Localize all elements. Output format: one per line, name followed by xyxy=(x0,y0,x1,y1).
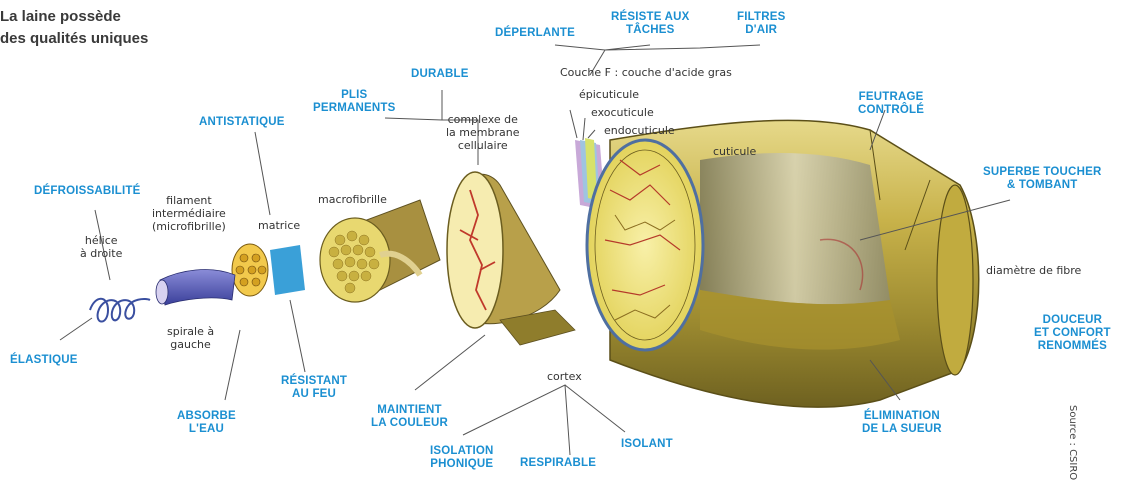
label-macrofibrille: macrofibrille xyxy=(318,193,387,206)
cortex-cross-section xyxy=(587,140,703,350)
prop-respirable: RESPIRABLE xyxy=(520,457,596,470)
prop-defroissabilite: DÉFROISSABILITÉ xyxy=(34,185,141,198)
prop-feutrage-line1: FEUTRAGE xyxy=(858,91,924,104)
macrofibril-bundle xyxy=(320,200,440,302)
prop-elimination-sueur: ÉLIMINATION DE LA SUEUR xyxy=(862,410,942,436)
label-couche-f: Couche F : couche d'acide gras xyxy=(560,66,732,79)
prop-resiste-line1: RÉSISTE AUX xyxy=(611,11,689,24)
prop-filtres-line1: FILTRES xyxy=(737,11,785,24)
label-complexe-line2: la membrane xyxy=(446,126,519,139)
prop-resistant-line1: RÉSISTANT xyxy=(281,375,347,388)
prop-elimination-line1: ÉLIMINATION xyxy=(862,410,942,423)
prop-resiste-aux-taches: RÉSISTE AUX TÂCHES xyxy=(611,11,689,37)
title-line-1: La laine possède xyxy=(0,6,148,28)
prop-isolation-line1: ISOLATION xyxy=(430,445,494,458)
microfibril-matrix xyxy=(232,244,305,296)
label-complexe-line1: complexe de xyxy=(446,113,519,126)
prop-resistant-au-feu: RÉSISTANT AU FEU xyxy=(281,375,347,401)
label-helice-line1: hélice xyxy=(80,234,122,247)
prop-feutrage-line2: CONTRÔLÉ xyxy=(858,104,924,117)
prop-douceur-confort: DOUCEUR ET CONFORT RENOMMÉS xyxy=(1034,314,1111,353)
label-cuticule: cuticule xyxy=(713,145,756,158)
label-spirale-gauche: spirale à gauche xyxy=(167,325,214,351)
prop-maintient-line1: MAINTIENT xyxy=(371,404,448,417)
prop-superbe-line1: SUPERBE TOUCHER xyxy=(983,166,1101,179)
prop-absorbe-line2: L'EAU xyxy=(177,423,236,436)
prop-elimination-line2: DE LA SUEUR xyxy=(862,423,942,436)
label-helice-droite: hélice à droite xyxy=(80,234,122,260)
label-spirale-line1: spirale à xyxy=(167,325,214,338)
prop-maintient-couleur: MAINTIENT LA COULEUR xyxy=(371,404,448,430)
prop-superbe-line2: & TOMBANT xyxy=(983,179,1101,192)
label-filament-line3: (microfibrille) xyxy=(152,220,226,233)
label-exocuticule: exocuticule xyxy=(591,106,654,119)
prop-maintient-line2: LA COULEUR xyxy=(371,417,448,430)
prop-plis-line1: PLIS xyxy=(313,89,396,102)
prop-isolation-phonique: ISOLATION PHONIQUE xyxy=(430,445,494,471)
helix-protofibril xyxy=(90,270,235,322)
label-cortex: cortex xyxy=(547,370,582,383)
prop-antistatique: ANTISTATIQUE xyxy=(199,116,285,129)
title-line-2: des qualités uniques xyxy=(0,28,148,50)
label-filament-intermediaire: filament intermédiaire (microfibrille) xyxy=(152,194,226,233)
label-spirale-line2: gauche xyxy=(167,338,214,351)
label-diametre-fibre: diamètre de fibre xyxy=(986,264,1081,277)
prop-superbe-toucher: SUPERBE TOUCHER & TOMBANT xyxy=(983,166,1101,192)
prop-plis-permanents: PLIS PERMANENTS xyxy=(313,89,396,115)
cortical-cell xyxy=(447,172,575,345)
prop-douceur-line1: DOUCEUR xyxy=(1034,314,1111,327)
prop-absorbe-line1: ABSORBE xyxy=(177,410,236,423)
label-complexe-line3: cellulaire xyxy=(446,139,519,152)
label-helice-line2: à droite xyxy=(80,247,122,260)
prop-deperlante: DÉPERLANTE xyxy=(495,27,575,40)
label-filament-line2: intermédiaire xyxy=(152,207,226,220)
prop-elastique: ÉLASTIQUE xyxy=(10,354,78,367)
prop-absorbe-leau: ABSORBE L'EAU xyxy=(177,410,236,436)
label-endocuticule: endocuticule xyxy=(604,124,675,137)
prop-durable: DURABLE xyxy=(411,68,469,81)
prop-feutrage-controle: FEUTRAGE CONTRÔLÉ xyxy=(858,91,924,117)
prop-resistant-line2: AU FEU xyxy=(281,388,347,401)
prop-douceur-line3: RENOMMÉS xyxy=(1034,340,1111,353)
source-credit: Source : CSIRO xyxy=(1067,405,1078,480)
prop-plis-line2: PERMANENTS xyxy=(313,102,396,115)
label-epicuticule: épicuticule xyxy=(579,88,639,101)
label-matrice: matrice xyxy=(258,219,300,232)
prop-isolation-line2: PHONIQUE xyxy=(430,458,494,471)
diagram-title: La laine possède des qualités uniques xyxy=(0,6,148,50)
label-complexe-membrane: complexe de la membrane cellulaire xyxy=(446,113,519,152)
prop-filtres-line2: D'AIR xyxy=(737,24,785,37)
prop-isolant: ISOLANT xyxy=(621,438,673,451)
label-filament-line1: filament xyxy=(152,194,226,207)
prop-douceur-line2: ET CONFORT xyxy=(1034,327,1111,340)
prop-resiste-line2: TÂCHES xyxy=(611,24,689,37)
prop-filtres-dair: FILTRES D'AIR xyxy=(737,11,785,37)
